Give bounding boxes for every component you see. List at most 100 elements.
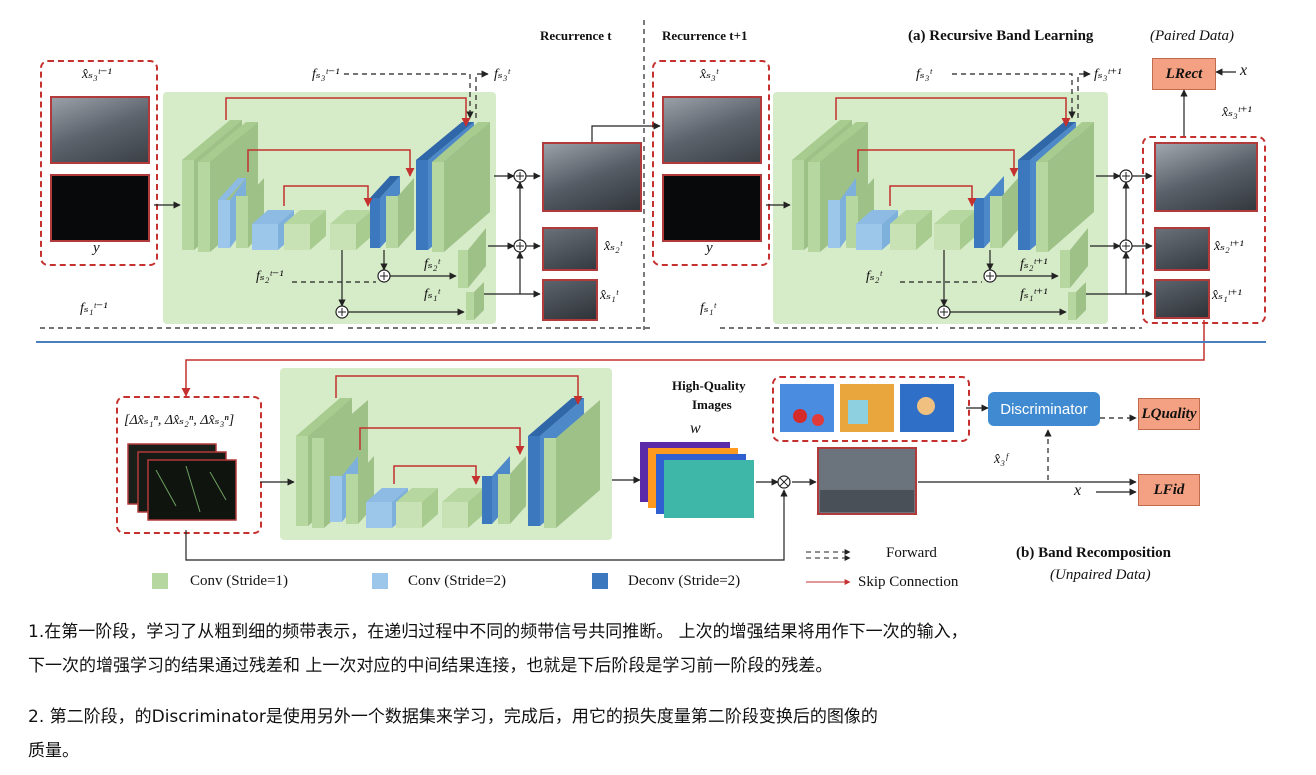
forward-arrow: [591, 122, 661, 142]
layer-deconv: [528, 398, 584, 436]
delta-image-stack: [127, 443, 237, 521]
layer-conv1: [792, 160, 804, 250]
dashed-arrow: [475, 70, 489, 118]
input-box-t1: [652, 60, 770, 266]
layer-conv1: [458, 250, 468, 288]
layer-deconv: [1018, 122, 1076, 160]
layer-conv1: [310, 210, 326, 250]
note-line-1: 1.在第一阶段，学习了从粗到细的频带表示，在递归过程中不同的频带信号共同推断。 …: [28, 622, 968, 642]
layer-conv2: [366, 488, 408, 502]
layer-conv1: [442, 488, 484, 502]
note-line-3: 2. 第二阶段，的Discriminator是使用另外一个数据集来学习，完成后，…: [28, 707, 878, 727]
layer-conv2: [856, 210, 898, 224]
hq-image-flowers-detail: [793, 409, 807, 423]
layer-conv2: [856, 224, 882, 250]
label-xhat-s2-t: x̂ₛ₂ᵗ: [604, 239, 623, 254]
delta-input-box: [116, 396, 262, 534]
legend-label-conv1: Conv (Stride=1): [190, 573, 289, 589]
layer-conv1: [934, 210, 976, 224]
legend-swatch-conv2: [372, 573, 388, 589]
output-image-s1-t1: [1154, 279, 1210, 319]
hq-label-line2: Images: [692, 397, 732, 412]
layer-deconv: [416, 122, 474, 160]
layer-conv1: [284, 210, 326, 224]
layer-conv1: [960, 210, 976, 250]
label-f-s2-t: fₛ₂ᵗ: [424, 257, 440, 272]
layer-conv1: [544, 438, 556, 528]
hq-image-flowers-detail: [812, 414, 824, 426]
layer-deconv: [482, 476, 492, 524]
layer-conv1: [396, 502, 422, 528]
layer-conv1: [236, 196, 248, 248]
layer-deconv: [1018, 160, 1030, 250]
label-f-s3-prev: fₛ₃ᵗ⁻¹: [312, 67, 340, 82]
network-stage2-layers: [296, 398, 600, 528]
layer-conv2: [828, 200, 840, 248]
layer-conv1: [198, 162, 210, 252]
layer-conv1: [1048, 122, 1094, 252]
skip-connections: [181, 97, 1205, 485]
hq-label-line1: High-Quality: [672, 378, 746, 393]
layer-deconv: [974, 198, 984, 248]
hq-image-autumn-detail: [848, 400, 868, 424]
legend-label-deconv: Deconv (Stride=2): [628, 573, 741, 589]
layer-deconv: [528, 436, 540, 526]
layer-conv1: [356, 210, 372, 250]
layer-conv1: [556, 400, 600, 528]
sum-node-crosses: [338, 172, 1130, 487]
input-image-xhat-prev: [50, 96, 150, 164]
skip-connection: [283, 185, 373, 207]
dashed-arrows: [40, 20, 1142, 480]
label-f-s2-t-r2: fₛ₂ᵗ: [866, 269, 882, 284]
label-y-2: y: [706, 240, 713, 256]
layer-conv1: [1070, 228, 1088, 288]
sum-cross: [516, 242, 524, 250]
layer-conv1: [398, 178, 414, 248]
note-line-2: 下一次的增强学习的结果通过残差和 上一次对应的中间结果连接，也就是下后阶段是学习…: [28, 656, 833, 676]
sum-cross: [380, 272, 388, 280]
label-f-s2-prev: fₛ₂ᵗ⁻¹: [256, 269, 284, 284]
label-y-1: y: [93, 240, 100, 256]
sum-cross: [1122, 172, 1130, 180]
layer-deconv: [416, 160, 428, 250]
input-image-y-dark: [50, 174, 150, 242]
layer-conv1: [442, 502, 468, 528]
output-image-s3-t1: [1154, 142, 1258, 212]
dashed-arrow: [344, 73, 474, 119]
sum-cross: [940, 308, 948, 316]
label-delta-set: [Δx̂ₛ₁ⁿ, Δx̂ₛ₂ⁿ, Δx̂ₛ₃ⁿ]: [124, 413, 235, 428]
layer-conv1: [808, 122, 868, 162]
layer-conv2: [252, 210, 294, 224]
label-f-s2-t1: fₛ₂ᵗ⁺¹: [1020, 257, 1048, 272]
layer-conv1: [1036, 122, 1094, 162]
label-xhat-s3-prev: x̂ₛ₃ᵗ⁻¹: [82, 67, 112, 82]
layer-conv1: [396, 488, 438, 502]
layer-conv1: [444, 122, 490, 252]
loss-fid: LFid: [1138, 474, 1200, 506]
layer-conv1: [1076, 282, 1086, 320]
sum-cross: [338, 308, 346, 316]
layer-conv1: [468, 488, 484, 528]
layer-conv1: [296, 436, 308, 526]
loss-rect: LRect: [1152, 58, 1216, 90]
hq-image-flowers: [780, 384, 834, 432]
skip-connection: [857, 149, 1019, 177]
layer-conv1: [432, 122, 490, 162]
layer-conv1: [1060, 250, 1070, 288]
hq-image-eggs-detail: [917, 397, 935, 415]
layer-conv1: [330, 210, 372, 224]
delta-image: [147, 459, 237, 521]
label-f-s1-t: fₛ₁ᵗ: [424, 287, 440, 302]
layer-conv1: [498, 474, 510, 524]
skip-connection: [835, 97, 1071, 127]
w-feature-maps: [640, 442, 754, 518]
sum-cross: [1122, 242, 1130, 250]
label-xhat-s3-t: x̂ₛ₃ᵗ: [700, 67, 719, 82]
label-f-s1-t-r2: fₛ₁ᵗ: [700, 301, 716, 316]
input-image-y-dark-2: [662, 174, 762, 242]
label-x-bottom: x: [1074, 482, 1082, 499]
skip-connection: [393, 465, 481, 485]
output-image-s1-t: [542, 279, 598, 321]
high-quality-images-box: [772, 376, 970, 442]
sum-cross: [516, 172, 524, 180]
